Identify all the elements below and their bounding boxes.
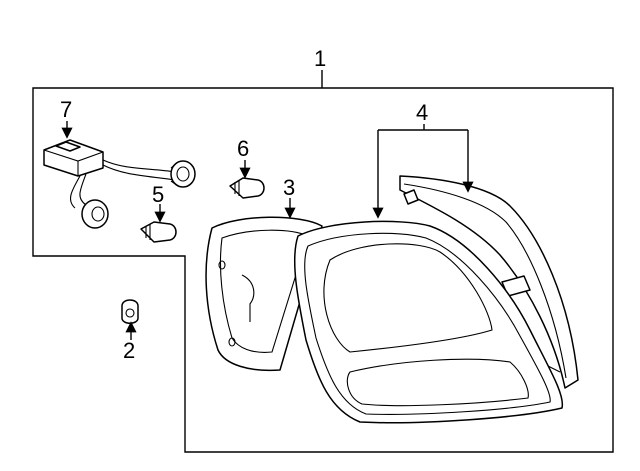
gasket-part-3 bbox=[205, 216, 323, 372]
callout-7: 7 bbox=[60, 97, 72, 122]
assembly-boundary bbox=[32, 87, 614, 453]
callout-4: 4 bbox=[416, 100, 428, 125]
callout-3: 3 bbox=[283, 175, 295, 200]
callout-1: 1 bbox=[314, 46, 326, 71]
callout-5: 5 bbox=[152, 182, 164, 207]
callout-6: 6 bbox=[237, 136, 249, 161]
socket-part-2 bbox=[121, 299, 139, 324]
bulb-part-6 bbox=[229, 177, 265, 199]
bulb-part-5 bbox=[140, 221, 177, 243]
harness-part-7 bbox=[43, 139, 196, 229]
tail-lamp-part-4 bbox=[293, 175, 579, 424]
callout-2: 2 bbox=[123, 338, 135, 363]
